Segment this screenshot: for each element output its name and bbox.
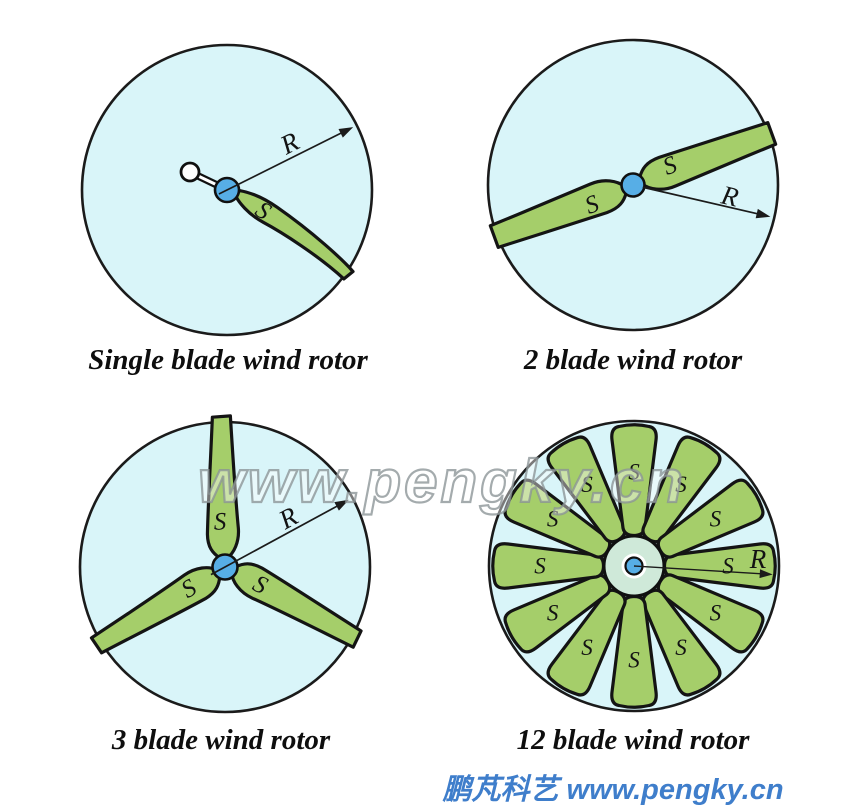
radius-arrow-line xyxy=(218,131,343,195)
radius-arrow-head xyxy=(755,208,771,219)
rotor-blade xyxy=(205,414,241,560)
blade-s-label: S xyxy=(675,635,687,660)
radius-arrow-line xyxy=(633,565,762,575)
blade-s-label: S xyxy=(628,460,640,485)
blade-s-label: S xyxy=(581,472,593,497)
single-blade-rotor-diagram: R S xyxy=(80,43,374,337)
radius-arrow-head xyxy=(338,127,354,138)
radius-arrow-head xyxy=(759,569,773,579)
blade-s-label: S xyxy=(628,648,640,673)
blade-s-label: S xyxy=(710,601,722,626)
two-blade-rotor-diagram: R S S xyxy=(486,38,780,332)
three-blade-rotor-diagram: R S S S xyxy=(78,414,372,714)
rotor-blade xyxy=(234,188,355,281)
caption-three-blade: 3 blade wind rotor xyxy=(111,724,331,756)
rotor-hub xyxy=(620,172,646,198)
blade-s-label: S xyxy=(581,635,593,660)
rotor-blade xyxy=(638,121,778,191)
radius-label: R xyxy=(749,544,767,574)
rotor-blade xyxy=(89,566,222,655)
blade-s-label: S xyxy=(710,507,722,532)
caption-two-blade: 2 blade wind rotor xyxy=(523,344,743,376)
caption-single-blade: Single blade wind rotor xyxy=(88,344,368,376)
caption-twelve-blade: 12 blade wind rotor xyxy=(516,724,750,756)
blade-s-label: S xyxy=(547,507,559,532)
rotor-blade xyxy=(488,179,628,249)
radius-arrow-line xyxy=(210,504,339,576)
radius-arrow-head xyxy=(334,499,349,511)
blade-s-label: S xyxy=(675,472,687,497)
radius-arrow-line xyxy=(642,186,759,215)
rotor-blades-group xyxy=(491,423,777,709)
blade-s-label: S xyxy=(547,601,559,626)
radius-arrow xyxy=(633,565,773,579)
blade-s-label: S xyxy=(213,508,227,535)
blade-s-label: S xyxy=(534,554,546,579)
rotor-blade xyxy=(230,562,363,649)
blade-s-label: S xyxy=(722,554,734,579)
counterweight-ball xyxy=(179,161,201,183)
site-credit-text: 鹏芃科艺 www.pengky.cn xyxy=(442,774,784,806)
